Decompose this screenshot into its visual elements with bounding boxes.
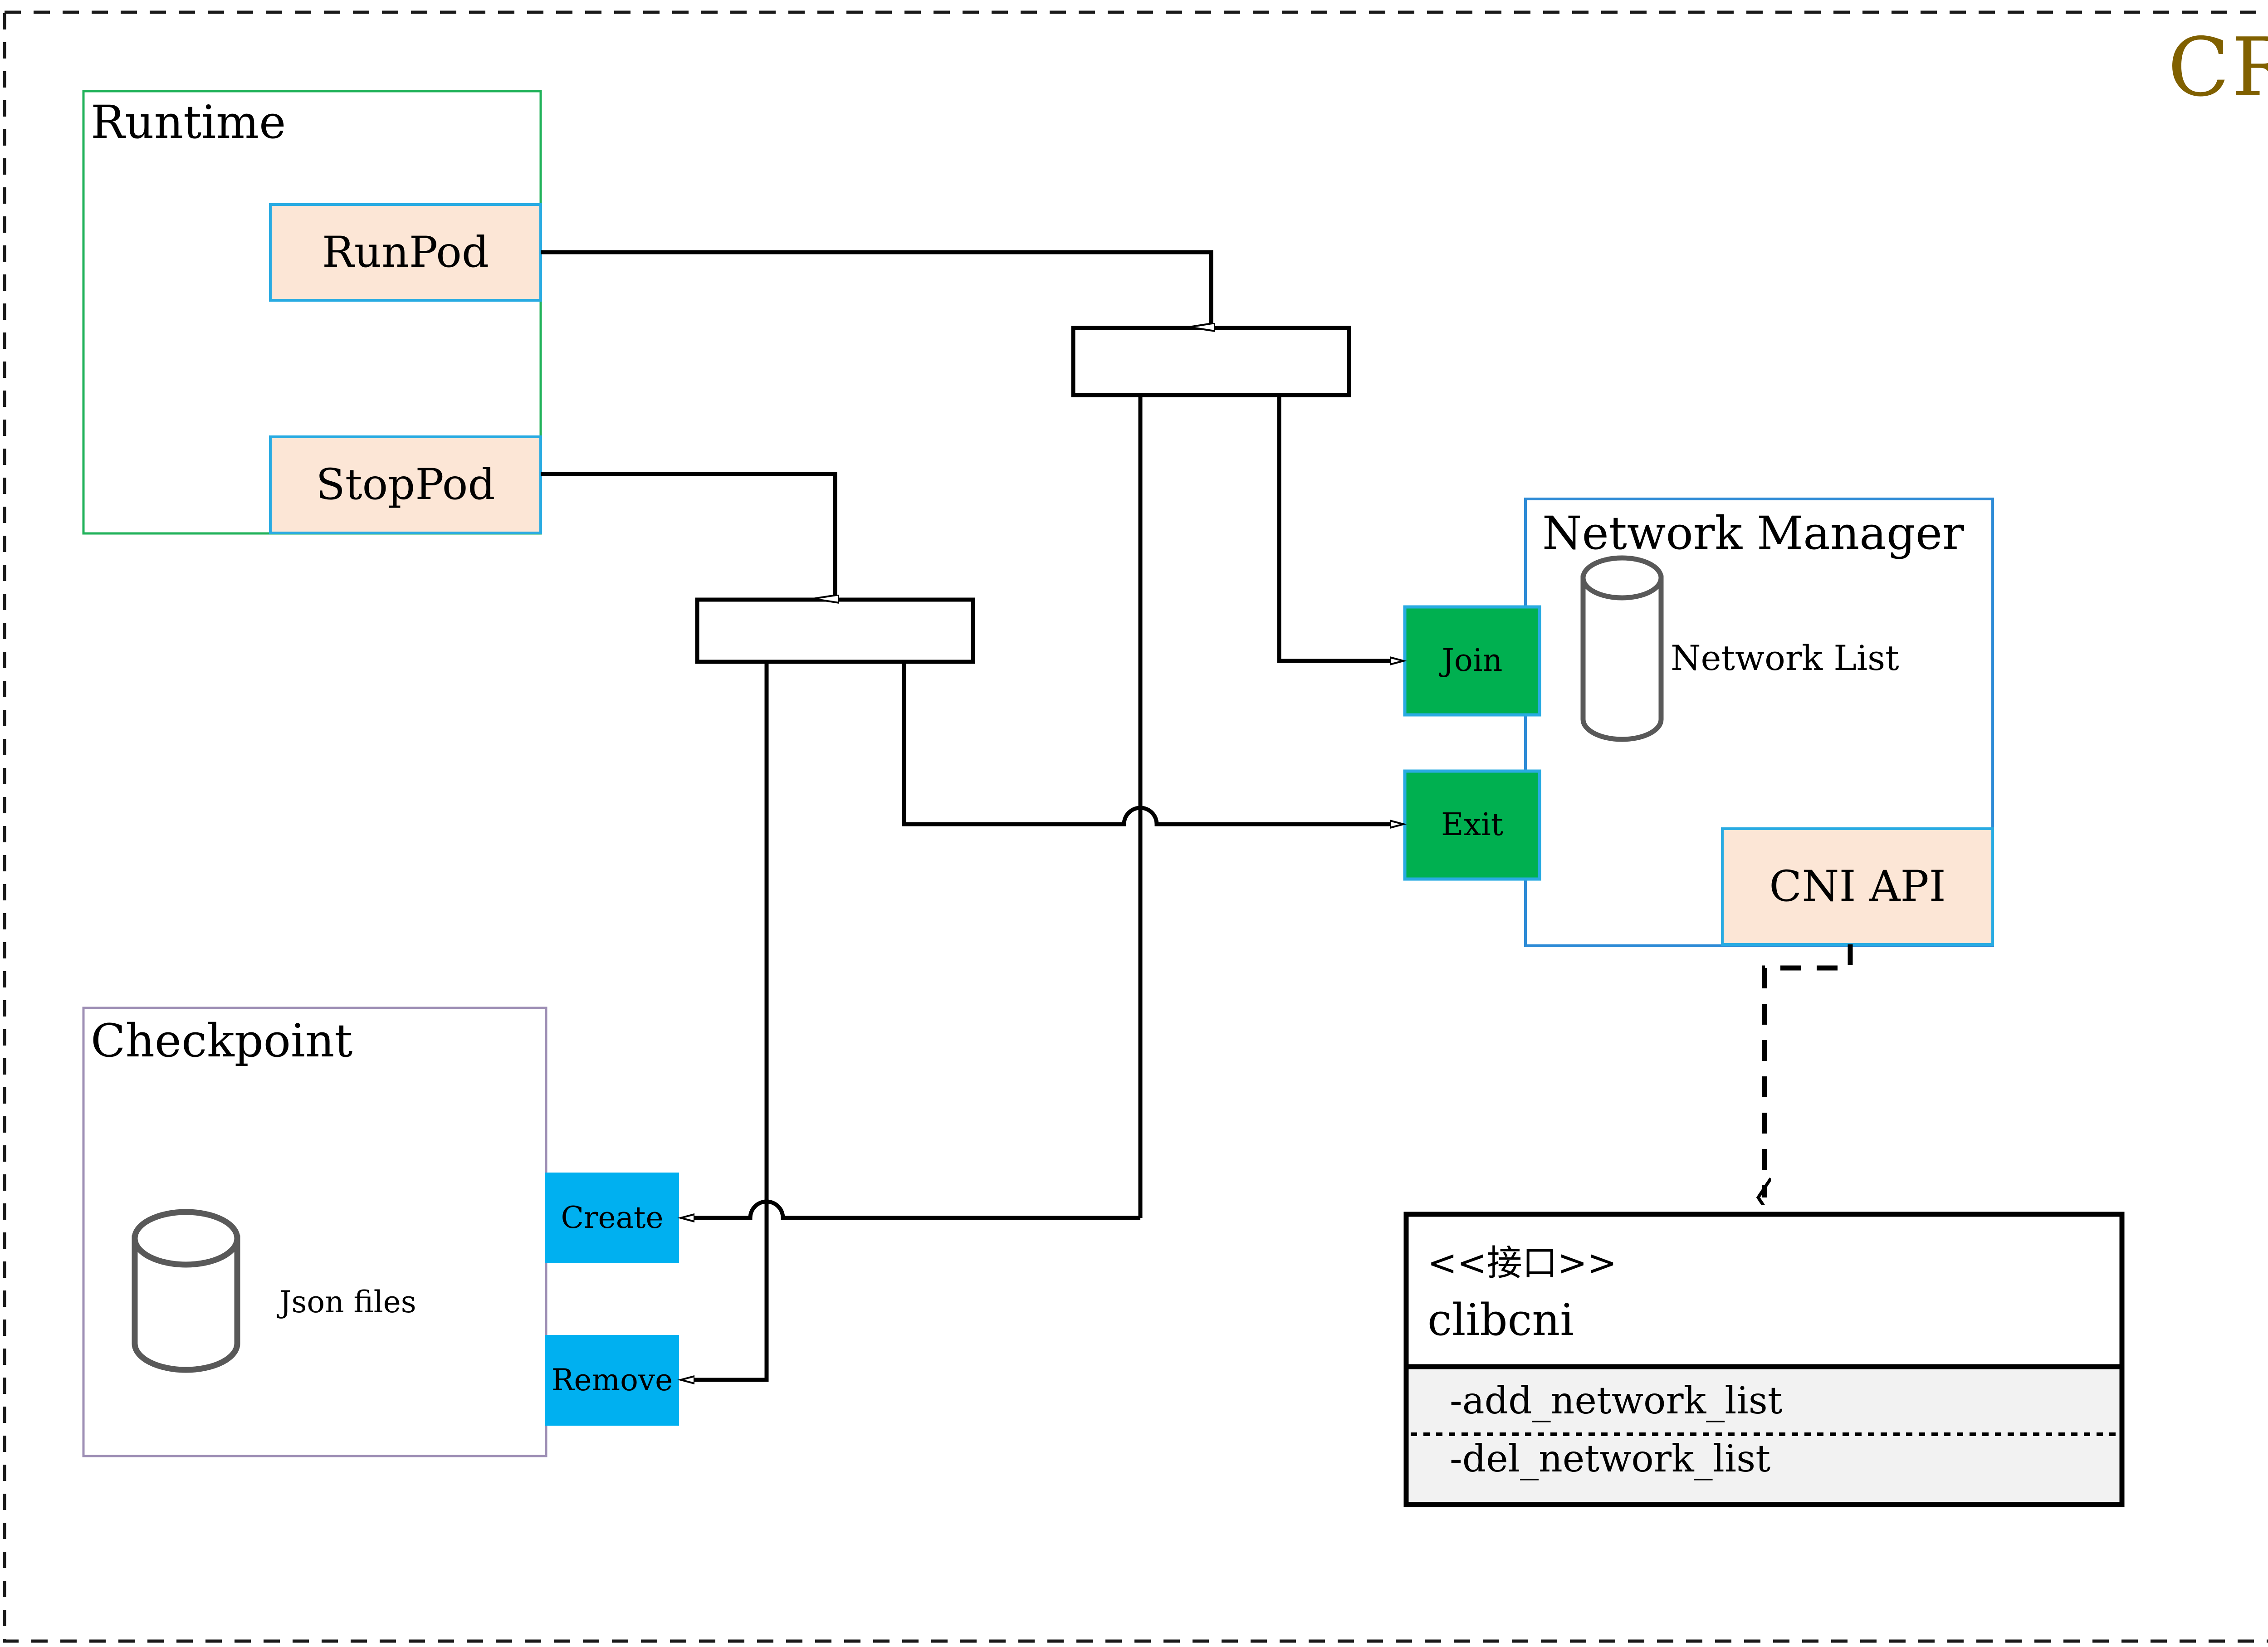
group-label-runtime: Runtime xyxy=(91,96,286,149)
node-cni-api-box[interactable] xyxy=(1721,827,1994,946)
datastore-label-network-list: Network List xyxy=(1671,638,1899,678)
diagram-title: CRI xyxy=(2168,20,2268,114)
edge-stoppod-to-junction-bottom xyxy=(541,472,835,595)
node-stoppod-box[interactable] xyxy=(269,435,542,534)
edge-cni-api-to-clibcni xyxy=(1765,944,1853,1197)
group-label-network-manager: Network Manager xyxy=(1542,507,1964,560)
node-label-cni-api: CNI API xyxy=(1769,861,1946,911)
interface-clibcni-box[interactable] xyxy=(1403,1212,2125,1507)
datastore-json-files-cylinder xyxy=(132,1209,240,1373)
node-exit-box[interactable] xyxy=(1403,769,1541,881)
group-label-checkpoint: Checkpoint xyxy=(91,1014,353,1067)
edge-junction-bottom-to-remove xyxy=(694,662,769,1380)
junction-bottom-box xyxy=(695,597,975,664)
node-label-stoppod: StopPod xyxy=(316,460,495,509)
node-label-runpod: RunPod xyxy=(322,227,489,277)
node-create-box[interactable] xyxy=(545,1173,679,1263)
node-runpod-box[interactable] xyxy=(269,203,542,302)
node-label-join: Join xyxy=(1442,643,1503,679)
interface-name: clibcni xyxy=(1427,1295,1574,1345)
outer-frame xyxy=(3,10,2268,1643)
interface-stereotype: <<接口>> xyxy=(1427,1243,1617,1284)
datastore-network-list-cylinder xyxy=(1580,555,1664,742)
edge-junction-top-to-join xyxy=(1277,395,1390,661)
edge-runpod-to-junction-top xyxy=(541,250,1211,323)
interface-method-add: -add_network_list xyxy=(1450,1379,1783,1422)
datastore-label-json-files: Json files xyxy=(279,1285,416,1320)
node-remove-box[interactable] xyxy=(545,1335,679,1426)
edge-junction-bottom-to-exit xyxy=(902,662,1390,824)
node-label-exit: Exit xyxy=(1441,807,1504,843)
edge-to-create xyxy=(694,1199,1140,1218)
node-join-box[interactable] xyxy=(1403,605,1541,717)
interface-method-del: -del_network_list xyxy=(1450,1437,1771,1481)
node-label-remove: Remove xyxy=(551,1363,673,1398)
junction-top-box xyxy=(1071,326,1351,397)
node-label-create: Create xyxy=(561,1200,664,1235)
